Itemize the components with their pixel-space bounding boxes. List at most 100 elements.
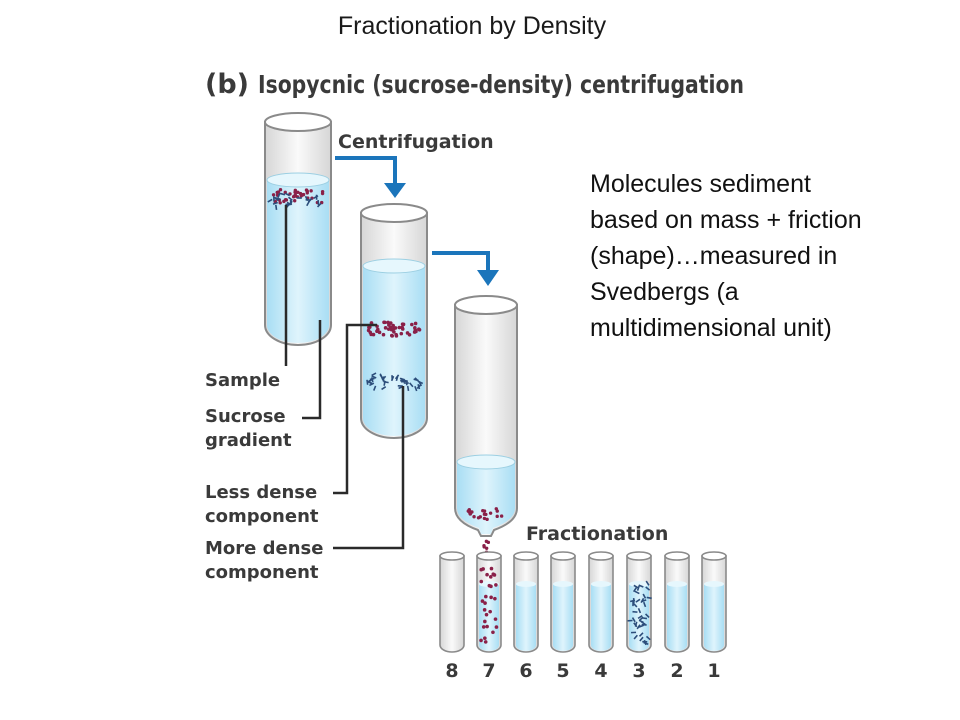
particle [284, 192, 291, 197]
particle [293, 193, 298, 197]
fraction-number: 3 [632, 660, 645, 682]
note-line: (shape)…measured in [590, 242, 837, 270]
panel-letter: (b) [205, 69, 249, 100]
particle [483, 636, 487, 641]
particle [394, 334, 399, 338]
particle [386, 327, 391, 331]
particle [637, 608, 642, 614]
fraction-tube [664, 551, 690, 653]
particle [278, 188, 283, 192]
particle [485, 517, 489, 522]
particle [482, 512, 487, 516]
page-title: Fractionation by Density [338, 12, 607, 40]
particle [645, 586, 651, 591]
particle [646, 596, 652, 600]
fraction-number: 5 [556, 660, 569, 682]
particle [645, 635, 651, 641]
more-dense-band [366, 372, 424, 392]
particle [370, 377, 374, 383]
particle [640, 597, 645, 604]
particle [368, 330, 373, 335]
fraction-number: 1 [707, 660, 720, 682]
particle [642, 593, 647, 599]
note-line: Molecules sediment [590, 170, 811, 198]
particle [377, 330, 382, 335]
particle [489, 584, 493, 589]
fraction-tube [626, 551, 652, 653]
particle [286, 201, 292, 206]
less-dense-band [366, 320, 422, 338]
fraction-number: 8 [445, 660, 458, 682]
particle [417, 380, 424, 385]
particle [320, 191, 325, 196]
particle [631, 617, 636, 623]
particle [491, 630, 495, 635]
particle [636, 585, 640, 591]
particle [484, 594, 488, 599]
fraction-tube [476, 551, 502, 653]
particle [634, 590, 640, 595]
particle [406, 385, 410, 392]
down-arrow-icon [335, 156, 406, 198]
particle [287, 196, 293, 202]
fraction-tube [550, 551, 576, 653]
particle [410, 322, 414, 327]
particle [305, 191, 309, 195]
particle [386, 320, 390, 325]
particle [482, 545, 486, 549]
particle [486, 540, 491, 545]
particle [492, 573, 497, 577]
particle [278, 201, 282, 205]
particle [399, 331, 404, 336]
down-arrow-icon [432, 251, 499, 286]
particle [479, 567, 484, 572]
particle [381, 386, 387, 391]
particle [472, 515, 476, 519]
particle [632, 587, 638, 593]
note-line: based on mass + friction [590, 206, 862, 234]
particle [413, 328, 418, 332]
particle [292, 199, 297, 203]
particle [383, 320, 387, 325]
particle [632, 602, 638, 608]
particle [307, 197, 313, 203]
particle [409, 382, 414, 388]
particle [638, 632, 644, 637]
more-dense-label: More dense component [205, 538, 330, 583]
particle [479, 638, 483, 643]
particle [639, 636, 644, 642]
particle [484, 546, 489, 550]
particle [304, 195, 309, 202]
particle [395, 375, 399, 382]
note-line: multidimensional unit) [590, 314, 832, 342]
fraction-number: 2 [670, 660, 683, 682]
particle [489, 595, 493, 600]
particle [416, 384, 422, 389]
particle [480, 599, 485, 603]
particle [371, 332, 376, 337]
particle [390, 334, 395, 338]
particle [645, 580, 650, 586]
fraction-tube [701, 551, 727, 653]
particle [367, 325, 371, 330]
particle [638, 584, 644, 588]
less-dense-leader [333, 323, 377, 495]
fraction-number: 4 [594, 660, 607, 682]
particle [479, 579, 484, 584]
particle [640, 620, 646, 626]
particle [641, 617, 648, 620]
particle [298, 191, 303, 196]
tube-after-centrifugation [360, 203, 428, 439]
particle [389, 327, 394, 332]
particle [488, 511, 493, 515]
particle [405, 331, 410, 335]
particle [267, 198, 273, 203]
particle [301, 192, 306, 197]
particle [493, 596, 497, 601]
particle [633, 634, 638, 640]
particle [484, 612, 489, 617]
panel-heading: Isopycnic (sucrose-density) centrifugati… [258, 70, 744, 99]
fractionation-label: Fractionation [526, 523, 668, 545]
particle [316, 202, 322, 208]
